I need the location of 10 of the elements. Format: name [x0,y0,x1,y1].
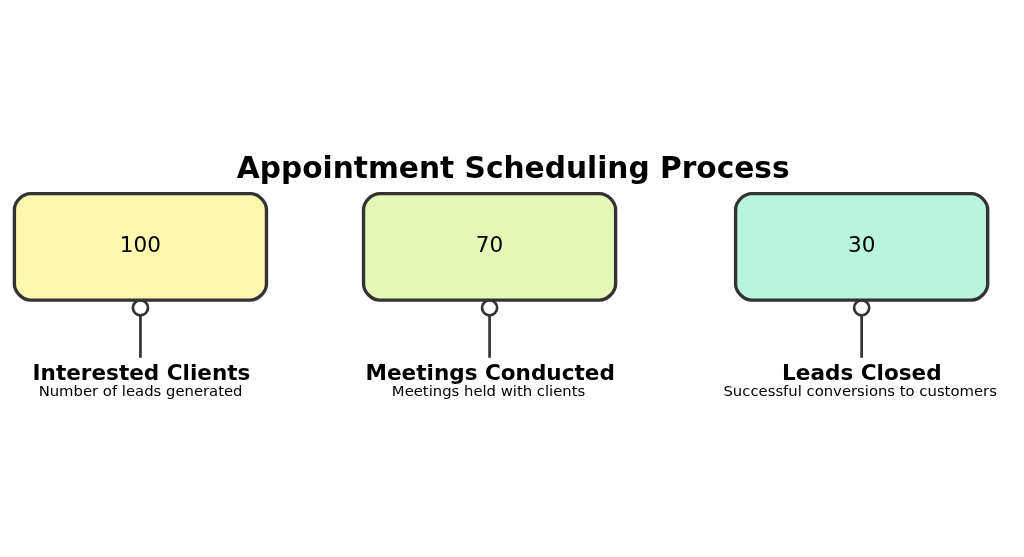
node-text: Interested Clients Number of leads generated [32,360,250,400]
diagram-title: Appointment Scheduling Process [236,150,790,186]
node-text: Meetings Conducted Meetings held with clients [365,360,615,400]
node-text: Leads Closed Successful conversions to customers [722,360,997,400]
node-box: 30 [733,191,989,302]
connector [131,298,149,358]
node-box: 100 [12,191,268,302]
connector [852,298,871,358]
connector [480,298,498,358]
node-box: 70 [361,191,617,302]
